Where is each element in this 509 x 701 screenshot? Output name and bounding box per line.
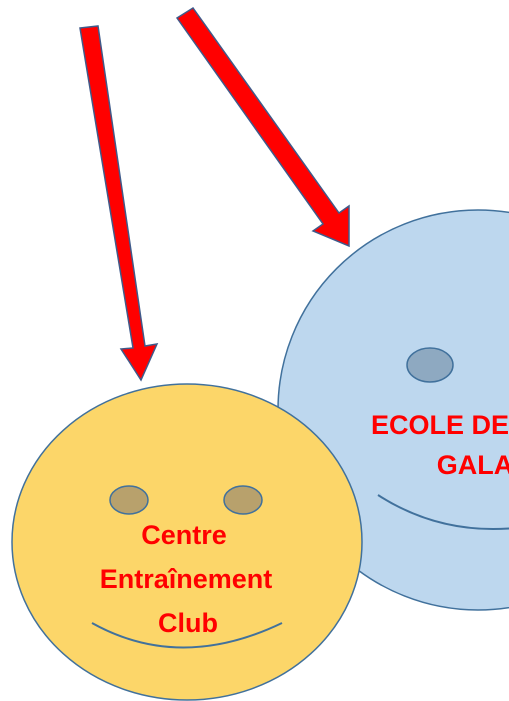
blue-face-eye [406,347,454,383]
blue-face-label-line-2: GALA [437,450,509,480]
right-arrow [175,6,350,248]
yellow-face-right-eye [223,485,263,515]
left-arrow [79,25,159,382]
yellow-face-label-line-3: Club [158,608,218,638]
yellow-smiley-face: Centre Entraînement Club [11,383,363,701]
yellow-face-left-eye [109,485,149,515]
yellow-face-circle [11,383,363,701]
yellow-face-mouth [91,622,283,649]
blue-face-mouth [377,494,509,531]
yellow-face-label-line-2: Entraînement [100,564,273,594]
blue-face-label-line-1: ECOLE DE [371,410,509,440]
yellow-face-label-line-1: Centre [141,520,227,550]
